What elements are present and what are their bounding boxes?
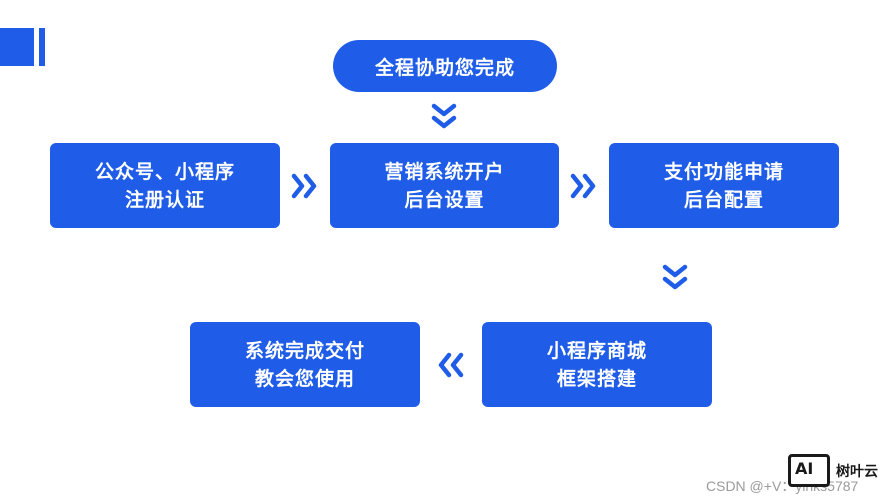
flow-start-label: 全程协助您完成 (374, 56, 515, 79)
logo-icon: AI (788, 454, 830, 487)
flow-step-mall: 小程序商城 框架搭建 (482, 322, 712, 407)
decor-block (0, 28, 34, 66)
flow-step-register: 公众号、小程序 注册认证 (50, 143, 280, 228)
flow-start: 全程协助您完成 (333, 40, 557, 92)
arrow-left-icon (436, 352, 464, 378)
step-line: 小程序商城 (546, 339, 647, 362)
step-line: 教会您使用 (254, 367, 355, 390)
flow-step-payment: 支付功能申请 后台配置 (609, 143, 839, 228)
arrow-right-icon (291, 173, 319, 199)
flow-step-marketing: 营销系统开户 后台设置 (330, 143, 559, 228)
logo-ai-text: AI (795, 459, 814, 478)
arrow-down-icon (662, 264, 688, 292)
step-line: 后台设置 (404, 188, 485, 211)
step-line: 系统完成交付 (244, 339, 365, 362)
step-line: 营销系统开户 (384, 160, 505, 183)
arrow-right-icon (570, 173, 598, 199)
step-line: 公众号、小程序 (94, 160, 235, 183)
decor-bar (39, 28, 45, 66)
step-line: 支付功能申请 (663, 160, 784, 183)
arrow-down-icon (431, 103, 457, 131)
step-line: 注册认证 (124, 188, 205, 211)
step-line: 框架搭建 (556, 367, 637, 390)
flow-step-delivery: 系统完成交付 教会您使用 (190, 322, 420, 407)
step-line: 后台配置 (683, 188, 764, 211)
logo-name: 树叶云 (836, 464, 878, 480)
